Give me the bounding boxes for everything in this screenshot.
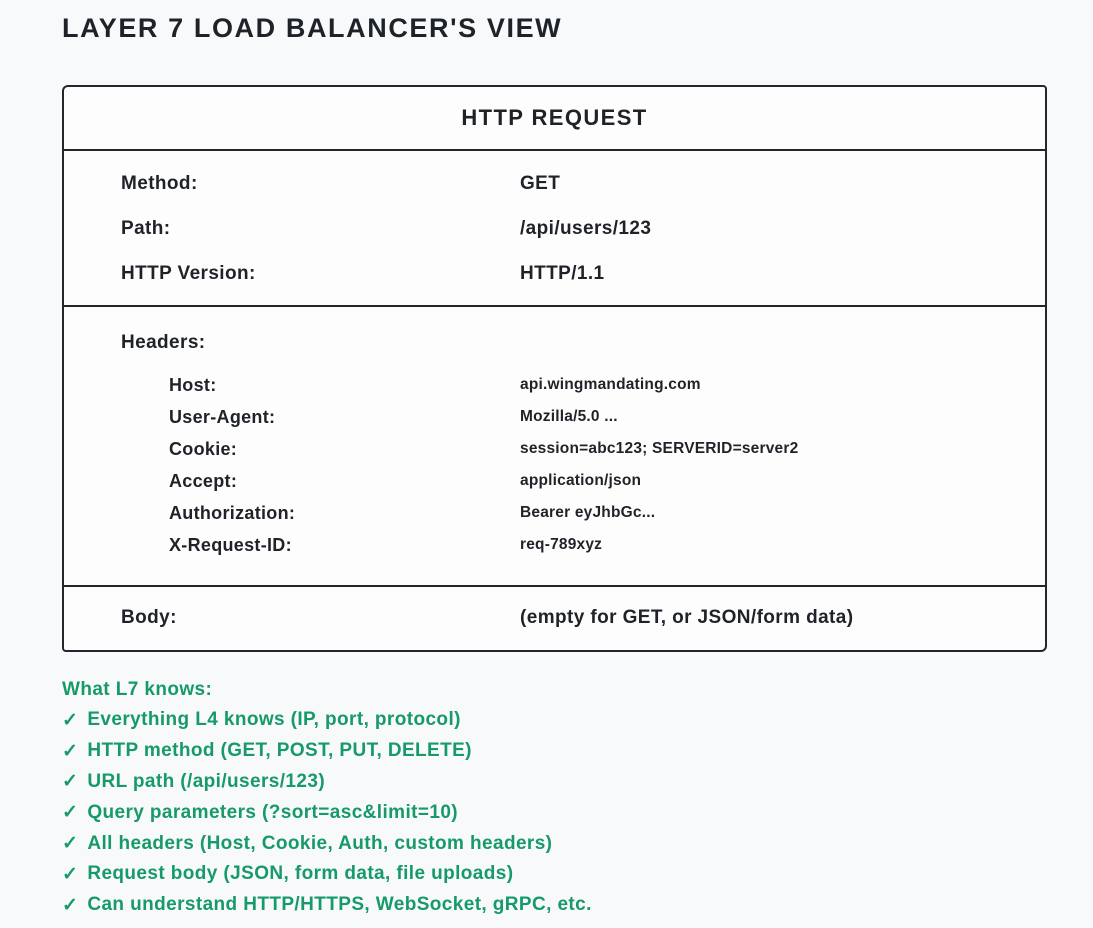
cookie-label: Cookie:: [169, 438, 238, 459]
card-header: HTTP REQUEST: [64, 87, 1045, 151]
check-icon: ✓: [62, 771, 79, 793]
body-label: Body:: [121, 607, 177, 628]
header-row-accept: Accept: application/json: [64, 465, 1045, 497]
http-version-label: HTTP Version:: [121, 262, 256, 284]
method-value: GET: [520, 172, 561, 194]
user-agent-value: Mozilla/5.0 ...: [520, 408, 618, 425]
headers-section-label: Headers:: [121, 332, 206, 353]
knowledge-item-url-path: ✓ URL path (/api/users/123): [62, 767, 592, 798]
knowledge-item-text: Everything L4 knows (IP, port, protocol): [87, 709, 461, 731]
request-line-section: Method: GET Path: /api/users/123 HTTP Ve…: [64, 151, 1045, 307]
request-row-method: Method: GET: [64, 161, 1045, 206]
knowledge-item-text: Request body (JSON, form data, file uplo…: [87, 863, 514, 885]
check-icon: ✓: [62, 709, 79, 731]
path-label: Path:: [121, 217, 171, 239]
check-icon: ✓: [62, 833, 79, 855]
host-value: api.wingmandating.com: [520, 376, 701, 393]
knowledge-item-text: HTTP method (GET, POST, PUT, DELETE): [87, 740, 472, 762]
check-icon: ✓: [62, 740, 79, 762]
method-label: Method:: [121, 172, 198, 194]
request-row-path: Path: /api/users/123: [64, 206, 1045, 251]
knowledge-item-protocols: ✓ Can understand HTTP/HTTPS, WebSocket, …: [62, 890, 592, 921]
cookie-value: session=abc123; SERVERID=server2: [520, 440, 799, 457]
x-request-id-label: X-Request-ID:: [169, 534, 292, 555]
authorization-label: Authorization:: [169, 502, 296, 523]
knowledge-item-text: Can understand HTTP/HTTPS, WebSocket, gR…: [87, 894, 592, 916]
host-label: Host:: [169, 374, 217, 395]
headers-section: Headers: Host: api.wingmandating.com Use…: [64, 307, 1045, 587]
header-row-x-request-id: X-Request-ID: req-789xyz: [64, 529, 1045, 561]
card-title: HTTP REQUEST: [461, 105, 648, 130]
path-value: /api/users/123: [520, 217, 652, 239]
authorization-value: Bearer eyJhbGc...: [520, 504, 656, 521]
header-row-user-agent: User-Agent: Mozilla/5.0 ...: [64, 401, 1045, 433]
body-value: (empty for GET, or JSON/form data): [520, 607, 854, 628]
knowledge-item-text: URL path (/api/users/123): [87, 770, 326, 792]
check-icon: ✓: [62, 894, 79, 916]
knowledge-item-all-headers: ✓ All headers (Host, Cookie, Auth, custo…: [62, 828, 592, 859]
http-request-card: HTTP REQUEST Method: GET Path: /api/user…: [62, 85, 1047, 652]
knowledge-item-query-params: ✓ Query parameters (?sort=asc&limit=10): [62, 797, 592, 828]
header-row-host: Host: api.wingmandating.com: [64, 369, 1045, 401]
user-agent-label: User-Agent:: [169, 406, 276, 427]
check-icon: ✓: [62, 802, 79, 824]
header-row-cookie: Cookie: session=abc123; SERVERID=server2: [64, 433, 1045, 465]
accept-label: Accept:: [169, 470, 238, 491]
knowledge-item-text: Query parameters (?sort=asc&limit=10): [87, 801, 459, 823]
knowledge-item-text: All headers (Host, Cookie, Auth, custom …: [87, 832, 553, 854]
l7-knowledge-list: What L7 knows: ✓ Everything L4 knows (IP…: [62, 674, 592, 921]
http-version-value: HTTP/1.1: [520, 262, 605, 284]
x-request-id-value: req-789xyz: [520, 536, 603, 553]
accept-value: application/json: [520, 472, 642, 489]
knowledge-heading: What L7 knows:: [62, 678, 213, 700]
knowledge-item-request-body: ✓ Request body (JSON, form data, file up…: [62, 859, 592, 890]
page-title: LAYER 7 LOAD BALANCER'S VIEW: [62, 13, 563, 43]
knowledge-item-http-method: ✓ HTTP method (GET, POST, PUT, DELETE): [62, 736, 592, 767]
body-section: Body: (empty for GET, or JSON/form data): [64, 587, 1045, 649]
check-icon: ✓: [62, 863, 79, 885]
header-row-authorization: Authorization: Bearer eyJhbGc...: [64, 497, 1045, 529]
knowledge-item-l4: ✓ Everything L4 knows (IP, port, protoco…: [62, 705, 592, 736]
request-row-http-version: HTTP Version: HTTP/1.1: [64, 251, 1045, 296]
